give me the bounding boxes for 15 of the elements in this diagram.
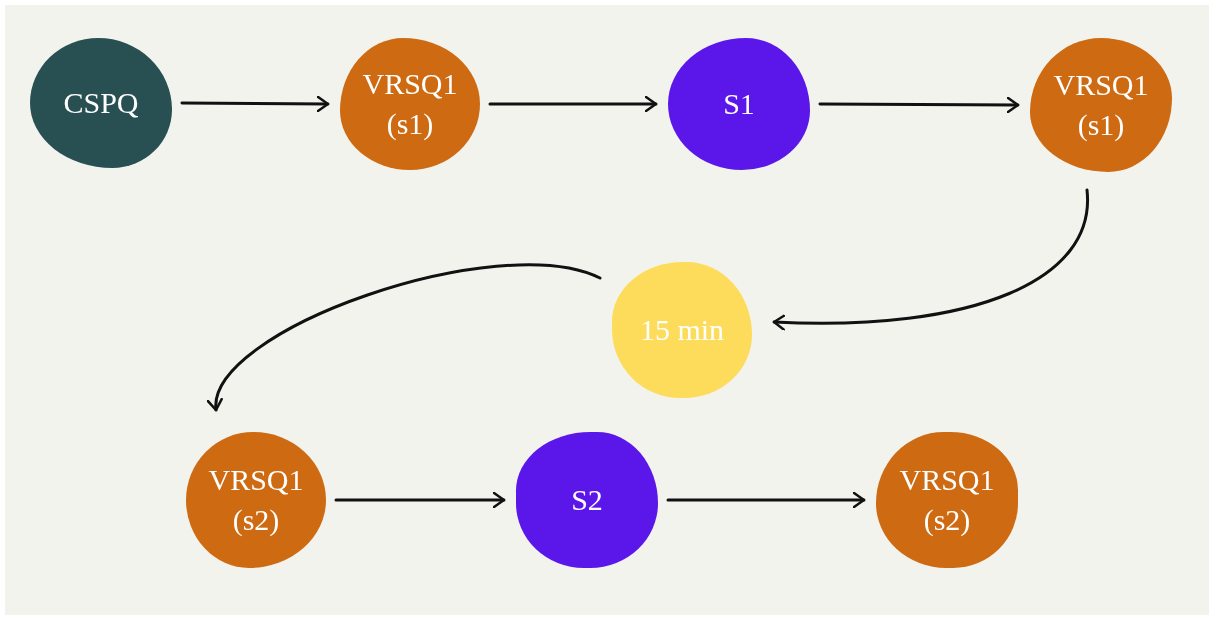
node-label: S1 — [722, 86, 756, 122]
arrow — [334, 491, 506, 509]
arrow — [818, 96, 1020, 114]
arrow — [666, 491, 866, 509]
node-label: 15 min — [638, 312, 726, 348]
arrow — [180, 95, 330, 113]
node-label: VRSQ1 (s2) — [207, 462, 305, 538]
node-label: VRSQ1 (s1) — [361, 66, 459, 142]
node-label: CSPQ — [62, 85, 140, 121]
node-label: VRSQ1 (s1) — [1052, 67, 1150, 143]
arrow — [488, 95, 658, 113]
arrow — [772, 188, 1089, 331]
arrow — [209, 263, 602, 412]
node-label: S2 — [570, 482, 604, 518]
node-label: VRSQ1 (s2) — [898, 462, 996, 538]
